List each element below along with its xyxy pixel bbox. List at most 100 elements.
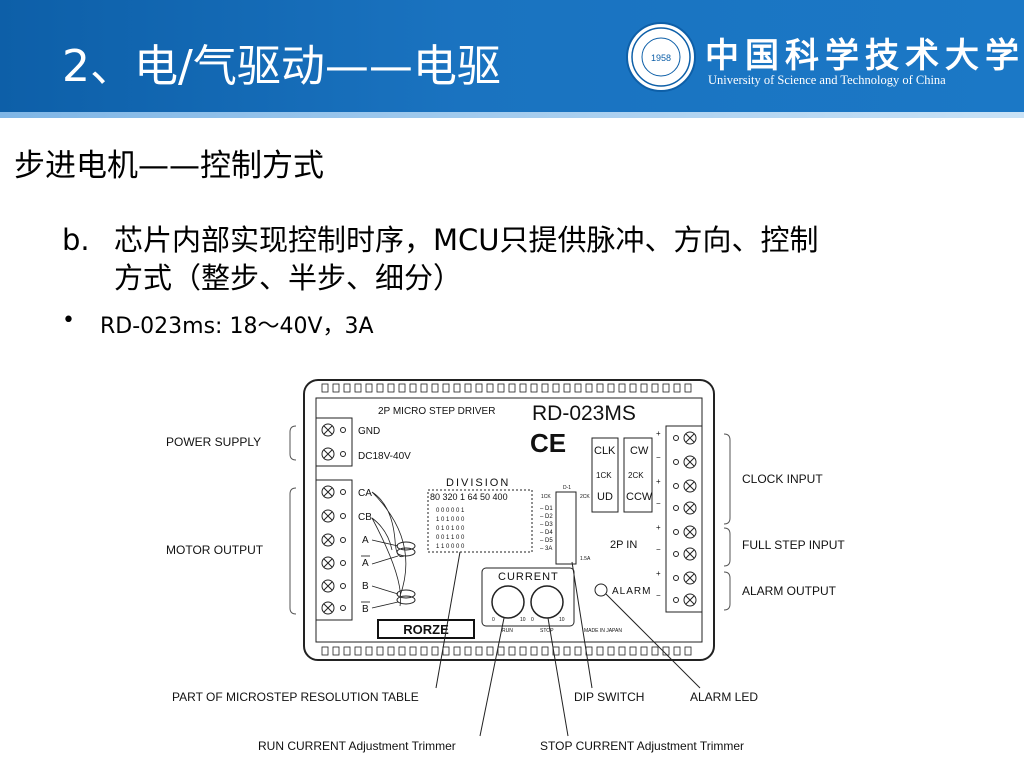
power-terminal-block (315, 417, 353, 467)
ce-mark: CE (530, 428, 566, 458)
slide-title: 2、电/气驱动——电驱 (62, 41, 501, 92)
made-in-label: MADE IN JAPAN (584, 628, 622, 634)
vent-slot (673, 646, 681, 656)
polarity-mark: − (656, 453, 661, 462)
dip-switch (555, 491, 577, 565)
ck1-label: 1CK (596, 471, 612, 480)
seal-year: 1958 (651, 53, 671, 63)
vent-slot (519, 646, 527, 656)
alarm-label: ALARM (612, 586, 651, 597)
terminal-a-bar: A (362, 558, 369, 569)
vent-slot (464, 646, 472, 656)
input-terminal-screw-icon: + (656, 569, 697, 585)
rorze-logo (377, 619, 475, 639)
clock-input-label: CLOCK INPUT (742, 472, 823, 486)
vent-slot (398, 646, 406, 656)
two-p-in-label: 2P IN (610, 539, 637, 551)
terminal-cb: CB (358, 512, 372, 523)
vent-slot (475, 646, 483, 656)
vent-slot (497, 646, 505, 656)
vent-slot (563, 646, 571, 656)
bullet-dot: • (62, 308, 75, 333)
power-supply-label: POWER SUPPLY (166, 435, 261, 449)
vent-slot (409, 383, 417, 393)
dip-sw-tag: 1.5A (580, 556, 591, 562)
motor-coil-a-icon (396, 541, 416, 557)
svg-text:10: 10 (559, 617, 565, 623)
vent-slot (651, 383, 659, 393)
vent-slots-top (321, 383, 692, 393)
vent-slot (321, 383, 329, 393)
motor-terminal-block (315, 479, 353, 621)
vent-slot (596, 646, 604, 656)
motor-terminal-screw-icon (321, 556, 346, 570)
vent-slot (552, 646, 560, 656)
vent-slot (530, 383, 538, 393)
input-terminal-screw-icon: − (656, 591, 697, 607)
polarity-mark: + (656, 523, 661, 532)
power-terminal-gnd-screw-icon (321, 423, 346, 437)
vent-slot (508, 383, 516, 393)
full-step-brace (723, 527, 731, 567)
point-b-marker: b. (62, 223, 90, 257)
board-title: 2P MICRO STEP DRIVER (378, 406, 495, 417)
dip-label: – D1 (540, 506, 553, 512)
input-terminal-block (665, 425, 703, 613)
polarity-mark: + (656, 429, 661, 438)
dip-label: – D4 (540, 530, 553, 536)
vent-slot (332, 646, 340, 656)
vent-slot (376, 646, 384, 656)
motor-output-brace (289, 487, 297, 615)
division-row: 1 1 0 0 0 0 (436, 544, 465, 550)
terminal-dc: DC18V-40V (358, 451, 411, 462)
resolution-callout-line (435, 551, 461, 689)
vent-slot (508, 646, 516, 656)
dip-label: – D5 (540, 538, 553, 544)
division-row: 0 0 0 0 0 1 (436, 508, 465, 514)
vent-slot (563, 383, 571, 393)
vent-slot (519, 383, 527, 393)
dip-switch-callout-line (571, 561, 593, 689)
university-seal-icon: 1958 (626, 22, 696, 92)
alarm-output-label: ALARM OUTPUT (742, 584, 837, 598)
vent-slot (420, 646, 428, 656)
vent-slot (640, 383, 648, 393)
title-bar-stripe (0, 112, 1024, 118)
vent-slot (596, 383, 604, 393)
vent-slot (354, 646, 362, 656)
division-row: 0 0 1 1 0 0 (436, 535, 465, 541)
stop-current-trimmer-icon (530, 585, 564, 619)
vent-slot (530, 646, 538, 656)
vent-slot (431, 383, 439, 393)
current-frame (481, 567, 575, 627)
ccw-label: CCW (626, 491, 653, 503)
alarm-led-callout-line (605, 593, 701, 689)
vent-slot (662, 383, 670, 393)
polarity-mark: + (656, 569, 661, 578)
title-bar (0, 0, 1024, 118)
vent-slot (640, 646, 648, 656)
vent-slot (387, 646, 395, 656)
point-b-line1: 芯片内部实现控制时序，MCU只提供脉冲、方向、控制 (114, 223, 819, 257)
vent-slot (409, 646, 417, 656)
input-terminal-screw-icon: + (656, 523, 697, 539)
stop-label: STOP (540, 628, 554, 634)
clk-ud-box (591, 437, 619, 513)
vent-slot (365, 383, 373, 393)
vent-slot (541, 383, 549, 393)
power-terminal-dc-screw-icon (321, 447, 346, 461)
terminal-ca: CA (358, 488, 372, 499)
input-terminal-screw-icon: + (656, 477, 697, 493)
vent-slot (420, 383, 428, 393)
full-step-input-label: FULL STEP INPUT (742, 538, 845, 552)
dip-top-label: D-1 (563, 485, 571, 491)
motor-terminal-screw-icon (321, 509, 346, 523)
svg-text:0: 0 (531, 617, 534, 623)
motor-terminal-screw-icon (321, 579, 346, 593)
division-row: 1 0 1 0 0 0 (436, 517, 465, 523)
vent-slot (321, 646, 329, 656)
vent-slot (431, 646, 439, 656)
clock-input-brace (723, 433, 731, 525)
vent-slot (343, 646, 351, 656)
input-terminal-screw-icon: − (656, 453, 697, 469)
